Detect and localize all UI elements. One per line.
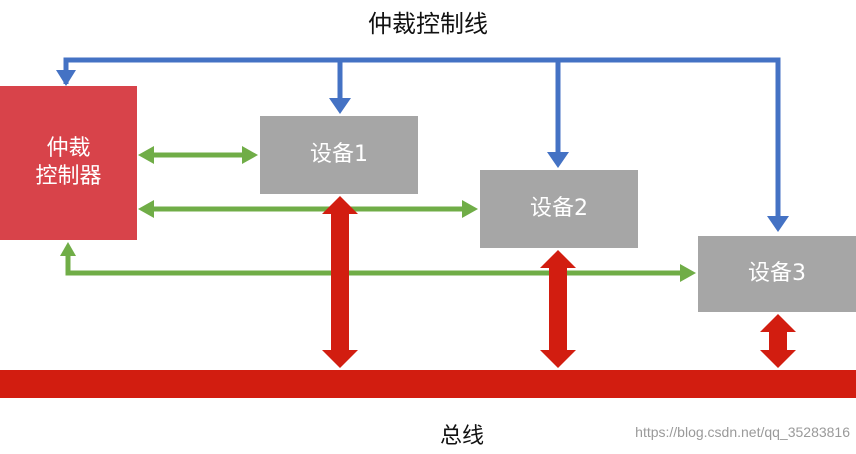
device2-label: 设备2 [530,196,588,221]
watermark-url: https://blog.csdn.net/qq_35283816 [635,424,850,440]
device1-label: 设备1 [310,142,368,167]
bus-label: 总线 [439,424,484,449]
device3-label: 设备3 [748,261,806,286]
arbiter-box: 仲裁 控制器 [0,86,137,240]
arrow-down-to-device1 [329,98,351,114]
device1-bus-arrow [322,196,358,368]
arrow-right-device2 [462,200,478,218]
arrow-left-arbiter-device1 [138,146,154,164]
system-bus [0,370,856,398]
arbitration-control-line-title: 仲裁控制线 [368,10,488,38]
arrow-left-arbiter-device2 [138,200,154,218]
arrow-up-to-arbiter [56,70,76,86]
arrow-down-to-device3 [767,216,789,232]
bus-connections [322,196,796,368]
device3-bus-arrow [760,314,796,368]
device2-bus-arrow [540,250,576,368]
request-grant-lines [60,146,696,282]
device1-box: 设备1 [260,116,418,194]
arrow-right-device3 [680,264,696,282]
arbitration-control-line [56,57,789,232]
device2-box: 设备2 [480,170,638,248]
arrow-down-to-device2 [547,152,569,168]
arbiter-label-line2: 控制器 [35,164,102,189]
arrow-up-arbiter-device3 [60,242,76,256]
arrow-right-device1 [242,146,258,164]
device3-box: 设备3 [698,236,856,312]
arbiter-label-line1: 仲裁 [46,136,91,161]
